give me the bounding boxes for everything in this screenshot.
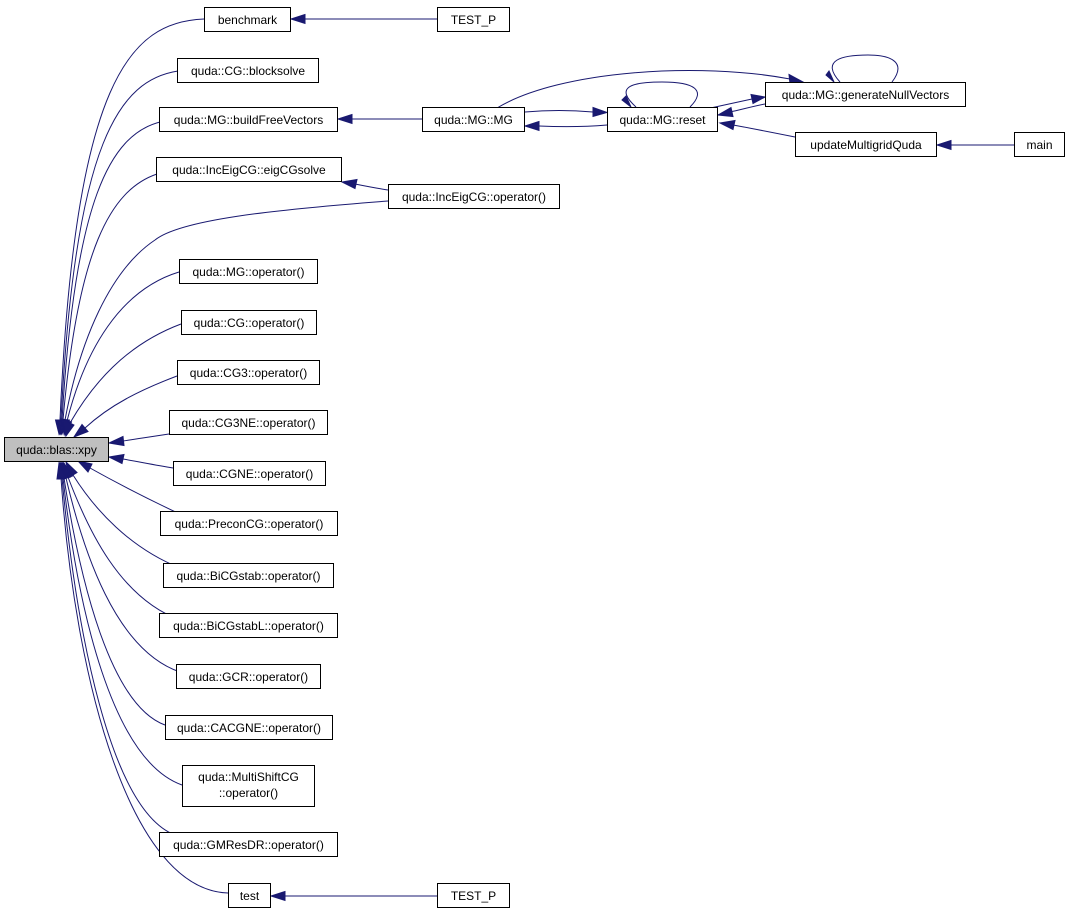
edge-cg3op-to-xpy — [72, 375, 178, 439]
edge-testp2-to-test — [269, 890, 437, 902]
node-label: quda::blas::xpy — [16, 443, 97, 457]
node-msop[interactable]: quda::MultiShiftCG ::operator() — [182, 765, 315, 807]
edge-gennull-to-mgreset — [716, 103, 766, 118]
edge-cacgneop-to-xpy — [59, 461, 166, 726]
edge-gcrop-to-xpy — [61, 461, 181, 673]
node-label: quda::CACGNE::operator() — [177, 721, 321, 735]
node-label: quda::IncEigCG::operator() — [402, 190, 546, 204]
node-label: quda::MG::generateNullVectors — [782, 88, 949, 102]
node-cacgneop[interactable]: quda::CACGNE::operator() — [165, 715, 333, 740]
node-inceigop[interactable]: quda::IncEigCG::operator() — [388, 184, 560, 209]
node-label: test — [240, 889, 260, 903]
node-updmg[interactable]: updateMultigridQuda — [795, 132, 937, 157]
node-label: quda::CG3NE::operator() — [181, 416, 315, 430]
node-label: quda::GMResDR::operator() — [173, 838, 324, 852]
node-label: quda::CG::operator() — [194, 316, 305, 330]
node-mgmg[interactable]: quda::MG::MG — [422, 107, 525, 132]
node-label: quda::MultiShiftCG — [198, 770, 299, 784]
node-test[interactable]: test — [228, 883, 271, 908]
node-label: quda::GCR::operator() — [189, 670, 308, 684]
node-label: quda::CGNE::operator() — [186, 467, 313, 481]
node-main[interactable]: main — [1014, 132, 1065, 157]
edge-gmresop-to-xpy — [57, 461, 176, 836]
edge-mgmg-to-gennull — [496, 70, 805, 109]
node-label: quda::BiCGstabL::operator() — [173, 619, 324, 633]
edge-mgreset-to-mgmg — [523, 120, 608, 132]
edge-mgop-to-xpy — [61, 271, 180, 437]
edge-cg3neop-to-xpy — [107, 433, 170, 447]
node-label: quda::MG::operator() — [192, 265, 304, 279]
node-label: quda::MG::MG — [434, 113, 513, 127]
node-gennull[interactable]: quda::MG::generateNullVectors — [765, 82, 966, 107]
node-label: TEST_P — [451, 13, 496, 27]
node-label: quda::MG::reset — [619, 113, 706, 127]
edge-mgmg-to-mgreset — [524, 106, 609, 118]
node-label: quda::BiCGstab::operator() — [176, 569, 320, 583]
node-benchmark[interactable]: benchmark — [204, 7, 291, 32]
edge-cgneop-to-xpy — [107, 453, 174, 469]
node-xpy[interactable]: quda::blas::xpy — [4, 437, 109, 462]
node-label-line2: ::operator() — [219, 786, 278, 800]
node-bicgop[interactable]: quda::BiCGstab::operator() — [163, 563, 334, 588]
node-label: quda::PreconCG::operator() — [175, 517, 324, 531]
edge-updmg-to-mgreset — [718, 119, 796, 138]
edge-testp1-to-benchmark — [289, 13, 437, 25]
node-cgop[interactable]: quda::CG::operator() — [181, 310, 317, 335]
node-cg3op[interactable]: quda::CG3::operator() — [177, 360, 320, 385]
node-testp2[interactable]: TEST_P — [437, 883, 510, 908]
node-gmresop[interactable]: quda::GMResDR::operator() — [159, 832, 338, 857]
node-label: updateMultigridQuda — [810, 138, 922, 152]
edge-inceigop-to-eigcg — [340, 178, 389, 191]
node-cgneop[interactable]: quda::CGNE::operator() — [173, 461, 326, 486]
edge-main-to-updmg — [935, 139, 1014, 151]
node-label: benchmark — [218, 13, 278, 27]
node-bicglop[interactable]: quda::BiCGstabL::operator() — [159, 613, 338, 638]
node-label: quda::CG3::operator() — [190, 366, 307, 380]
node-precop[interactable]: quda::PreconCG::operator() — [160, 511, 338, 536]
edge-test-to-xpy — [56, 461, 229, 894]
node-label: TEST_P — [451, 889, 496, 903]
node-eigcg[interactable]: quda::IncEigCG::eigCGsolve — [156, 157, 342, 182]
node-label: quda::MG::buildFreeVectors — [174, 113, 323, 127]
node-buildfree[interactable]: quda::MG::buildFreeVectors — [159, 107, 338, 132]
node-gcrop[interactable]: quda::GCR::operator() — [176, 664, 321, 689]
edge-gennull-self — [825, 54, 899, 83]
edge-mgreset-self — [621, 81, 698, 108]
edge-mgreset-to-gennull — [705, 93, 767, 110]
edge-mgmg-to-buildfree — [336, 113, 422, 125]
edge-eigcg-to-xpy — [57, 173, 158, 436]
node-testp1[interactable]: TEST_P — [437, 7, 510, 32]
node-label: quda::CG::blocksolve — [191, 64, 305, 78]
edge-precop-to-xpy — [76, 460, 185, 517]
edge-cgop-to-xpy — [65, 323, 182, 438]
node-label: main — [1026, 138, 1052, 152]
node-cgblock[interactable]: quda::CG::blocksolve — [177, 58, 319, 83]
node-cg3neop[interactable]: quda::CG3NE::operator() — [169, 410, 328, 435]
node-mgreset[interactable]: quda::MG::reset — [607, 107, 718, 132]
node-label: quda::IncEigCG::eigCGsolve — [172, 163, 326, 177]
node-mgop[interactable]: quda::MG::operator() — [179, 259, 318, 284]
